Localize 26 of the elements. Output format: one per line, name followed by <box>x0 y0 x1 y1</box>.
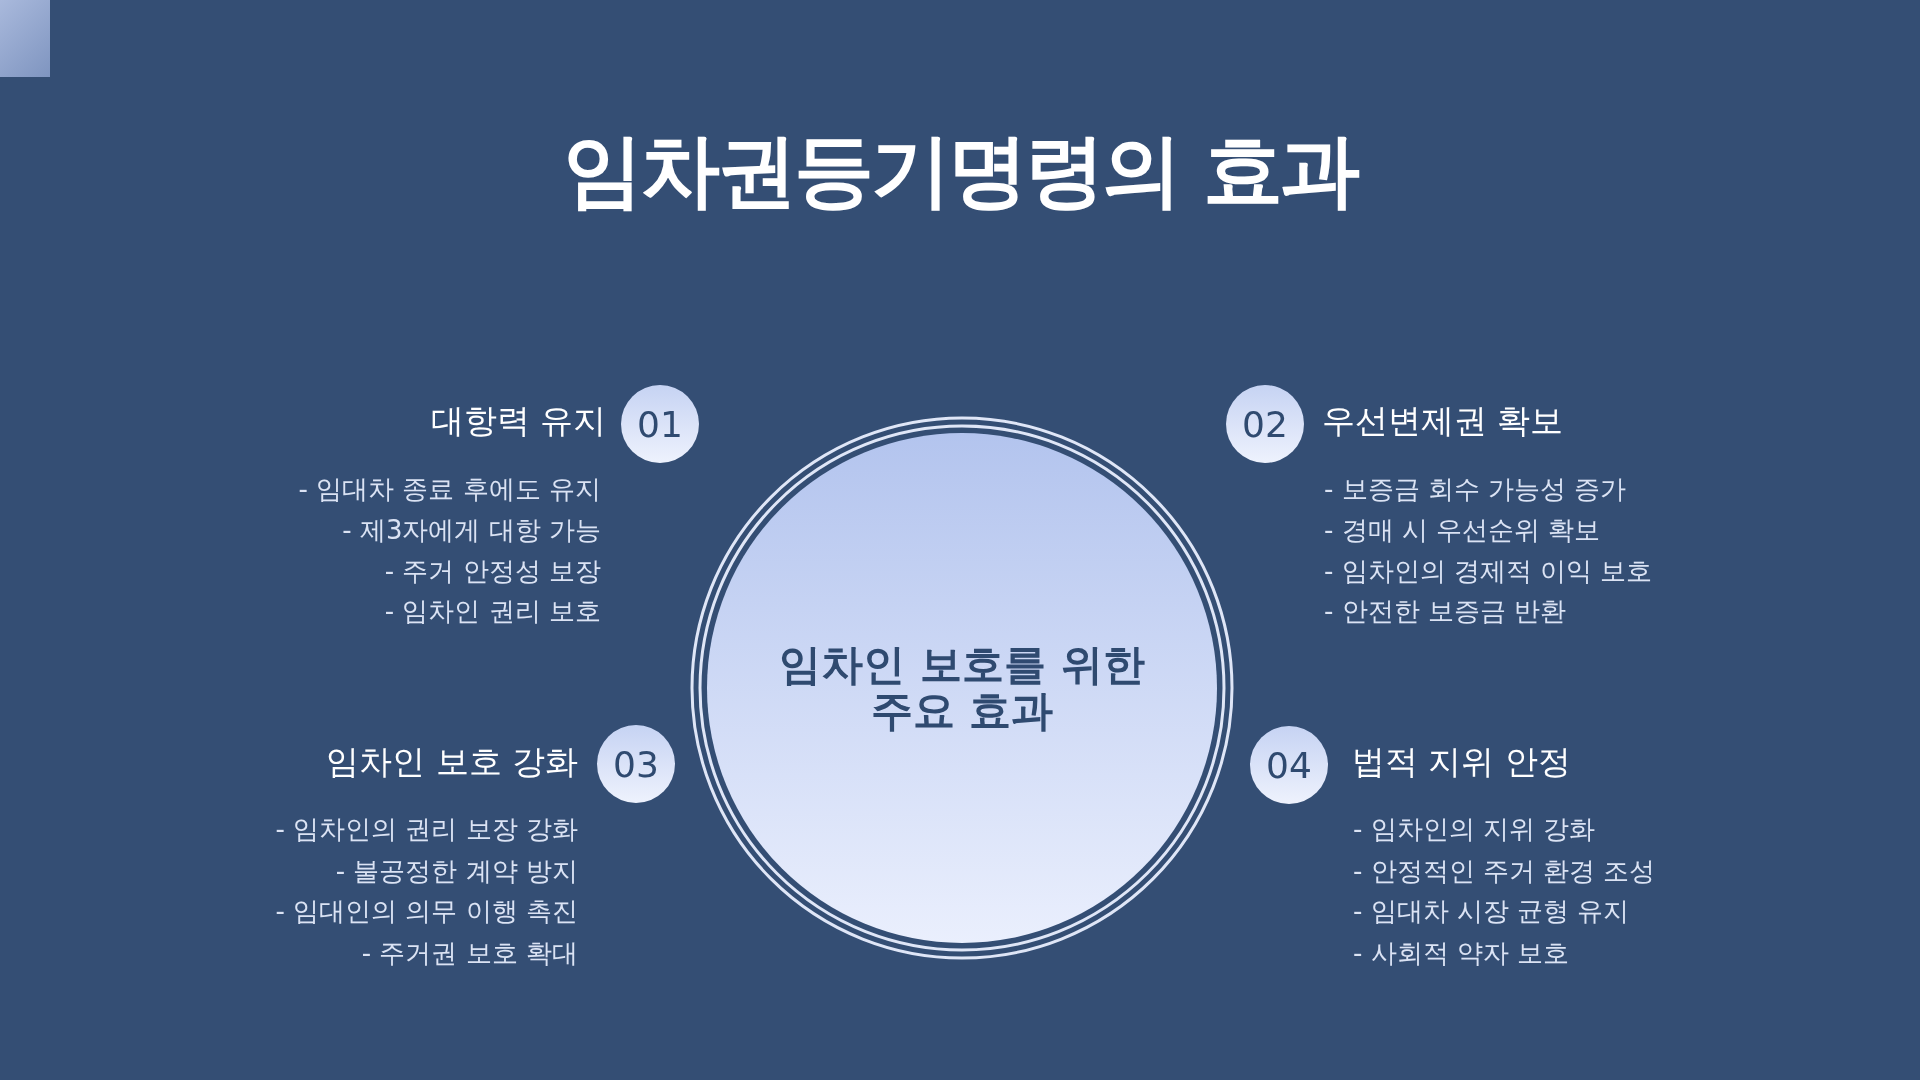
center-title: 임차인 보호를 위한 주요 효과 <box>778 641 1146 735</box>
section-heading: 우선변제권 확보 <box>1322 400 1564 442</box>
bullet-item: - 임차인 권리 보호 <box>384 595 601 628</box>
bullet-item: - 주거 안정성 보장 <box>384 555 601 588</box>
bullet-item: - 임대차 종료 후에도 유지 <box>298 473 601 506</box>
step-number: 04 <box>1266 744 1312 786</box>
bullet-item: - 안정적인 주거 환경 조성 <box>1353 855 1656 888</box>
bullet-item: - 경매 시 우선순위 확보 <box>1324 514 1601 547</box>
section-heading: 대항력 유지 <box>430 400 606 442</box>
bullet-item: - 임대인의 의무 이행 촉진 <box>275 895 578 928</box>
bullet-item: - 주거권 보호 확대 <box>361 937 578 970</box>
section-heading: 법적 지위 안정 <box>1352 741 1571 783</box>
bullet-item: - 임대차 시장 균형 유지 <box>1353 895 1630 928</box>
bullet-item: - 임차인의 권리 보장 강화 <box>275 813 578 846</box>
bullet-item: - 사회적 약자 보호 <box>1353 937 1570 970</box>
section-heading: 임차인 보호 강화 <box>326 741 578 783</box>
bullet-item: - 임차인의 경제적 이익 보호 <box>1324 555 1653 588</box>
step-number: 03 <box>613 743 659 785</box>
bullet-item: - 안전한 보증금 반환 <box>1324 595 1567 628</box>
bullet-item: - 보증금 회수 가능성 증가 <box>1324 473 1627 506</box>
bullet-item: - 제3자에게 대항 가능 <box>342 514 601 547</box>
step-number: 01 <box>637 403 683 445</box>
bullet-item: - 임차인의 지위 강화 <box>1353 813 1596 846</box>
bullet-item: - 불공정한 계약 방지 <box>335 855 578 888</box>
step-number: 02 <box>1242 403 1288 445</box>
title: 임차권등기명령의 효과 <box>561 123 1359 219</box>
